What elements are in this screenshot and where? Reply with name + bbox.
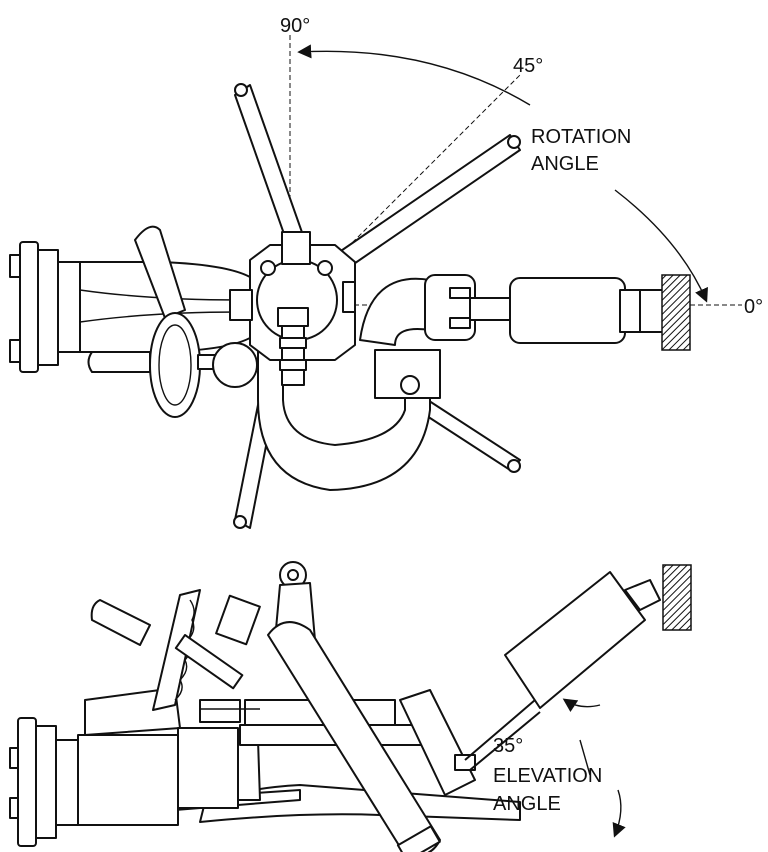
elevation-leader-line (579, 739, 591, 776)
swivel-body-top (229, 231, 431, 491)
elevation-arc-arrow-lower (612, 789, 626, 838)
cylinder-side (504, 571, 661, 709)
angle-0-label: 0° (744, 296, 763, 318)
angle-35-label: 35° (493, 735, 523, 757)
elevation-label-line2: ANGLE (493, 793, 561, 815)
elevation-label-line1: ELEVATION (493, 765, 602, 787)
top-legs (233, 83, 521, 529)
handle-side (90, 599, 151, 646)
handle-lever-top (87, 225, 186, 373)
handwheel-side (152, 589, 244, 711)
wall-mount-side (662, 564, 692, 631)
rotation-label-line2: ANGLE (531, 153, 599, 175)
top-view: 90° 45° ROTATION ANGLE 0° (9, 15, 763, 529)
knob-top (212, 342, 258, 388)
rotation-arc-arrow-lower (614, 189, 708, 303)
inlet-flange-side (9, 687, 261, 847)
elevating-barrel-side (267, 561, 541, 852)
elevation-arc-arrow-upper (562, 698, 601, 713)
diagonal-45-reference-line (289, 74, 521, 306)
ribbed-swivel-top (277, 307, 309, 386)
angle-90-label: 90° (280, 15, 310, 37)
rotation-label-line1: ROTATION (531, 126, 631, 148)
gauge-side (215, 594, 261, 646)
wall-mount-top (661, 274, 691, 351)
side-view: 35° ELEVATION ANGLE (9, 561, 692, 852)
rotation-arc-arrow-upper (297, 44, 531, 106)
angle-45-label: 45° (513, 55, 543, 77)
outlet-elbow-top (359, 274, 669, 399)
